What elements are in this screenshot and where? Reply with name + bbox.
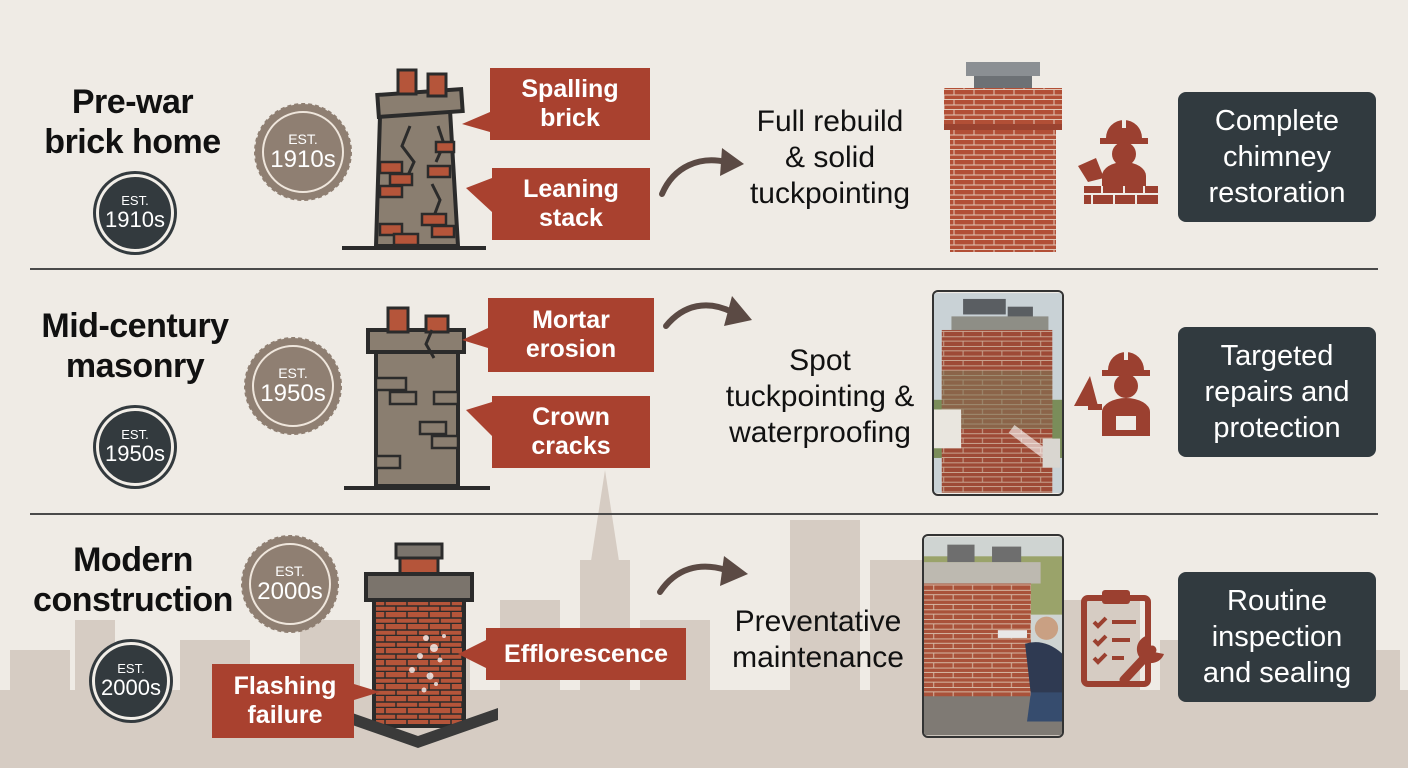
solution-text: Spot tuckpointing & waterproofing <box>725 344 915 449</box>
era-badge: EST. 1950s <box>96 408 174 486</box>
issue-label: Flashing failure <box>233 672 337 729</box>
badge-year: 1950s <box>105 441 165 466</box>
seal-year: 2000s <box>257 578 323 605</box>
issue-label: Mortar erosion <box>525 306 617 363</box>
worker-trowel-icon <box>1078 118 1158 204</box>
tuckpointing-photo <box>932 290 1064 496</box>
issue-tag: Spalling brick <box>462 68 650 140</box>
seal-icon <box>244 337 342 435</box>
result-box: Complete chimney restoration <box>1178 92 1376 222</box>
era-badge: EST. 1910s <box>96 174 174 252</box>
arrow-icon <box>657 556 748 595</box>
era-title: Mid-century masonry <box>41 307 229 385</box>
badge-est-label: EST. <box>117 661 145 676</box>
issue-tag: Mortar erosion <box>462 298 654 372</box>
era-title: Pre-war brick home <box>44 83 221 161</box>
issue-tag: Crown cracks <box>466 396 650 468</box>
issue-tag: Leaning stack <box>466 168 650 240</box>
era-badge: EST. 2000s <box>92 642 170 720</box>
issue-label: Efflorescence <box>504 639 668 668</box>
badge-est-label: EST. <box>121 193 149 208</box>
row-divider <box>30 513 1378 515</box>
result-box: Targeted repairs and protection <box>1178 327 1376 457</box>
seal-icon <box>241 535 339 633</box>
seal-est-label: EST. <box>275 563 305 579</box>
worker-trowel-icon <box>1074 350 1150 436</box>
eroded-chimney-illustration <box>344 306 490 490</box>
seal-icon <box>254 103 352 201</box>
arrow-icon <box>659 148 744 197</box>
seal-est-label: EST. <box>288 131 318 147</box>
solution-text: Full rebuild & solid tuckpointing <box>749 105 911 210</box>
issue-label: Crown cracks <box>531 403 611 460</box>
era-seal: EST. 2000s <box>240 534 340 634</box>
badge-year: 1910s <box>105 207 165 232</box>
era-seal: EST. 1910s <box>253 102 353 202</box>
seal-year: 1910s <box>270 146 336 173</box>
seal-year: 1950s <box>260 380 326 407</box>
badge-year: 2000s <box>101 675 161 700</box>
issue-tag: Efflorescence <box>458 628 686 680</box>
badge-est-label: EST. <box>121 427 149 442</box>
row-divider <box>30 268 1378 270</box>
inspection-photo <box>922 534 1064 738</box>
issue-label: Spalling brick <box>521 75 619 132</box>
era-seal: EST. 1950s <box>243 336 343 436</box>
solution-text: Preventative maintenance <box>732 605 904 674</box>
damaged-chimney-illustration <box>342 68 486 250</box>
arrow-icon <box>663 296 752 329</box>
issue-label: Leaning stack <box>523 175 619 232</box>
seal-est-label: EST. <box>278 365 308 381</box>
rebuilt-chimney-image <box>944 62 1062 252</box>
clipboard-wrench-icon <box>1081 590 1164 687</box>
issue-tag: Flashing failure <box>212 664 380 738</box>
modern-chimney-illustration <box>338 542 498 748</box>
era-title: Modern construction <box>33 541 233 619</box>
result-box: Routine inspection and sealing <box>1178 572 1376 702</box>
